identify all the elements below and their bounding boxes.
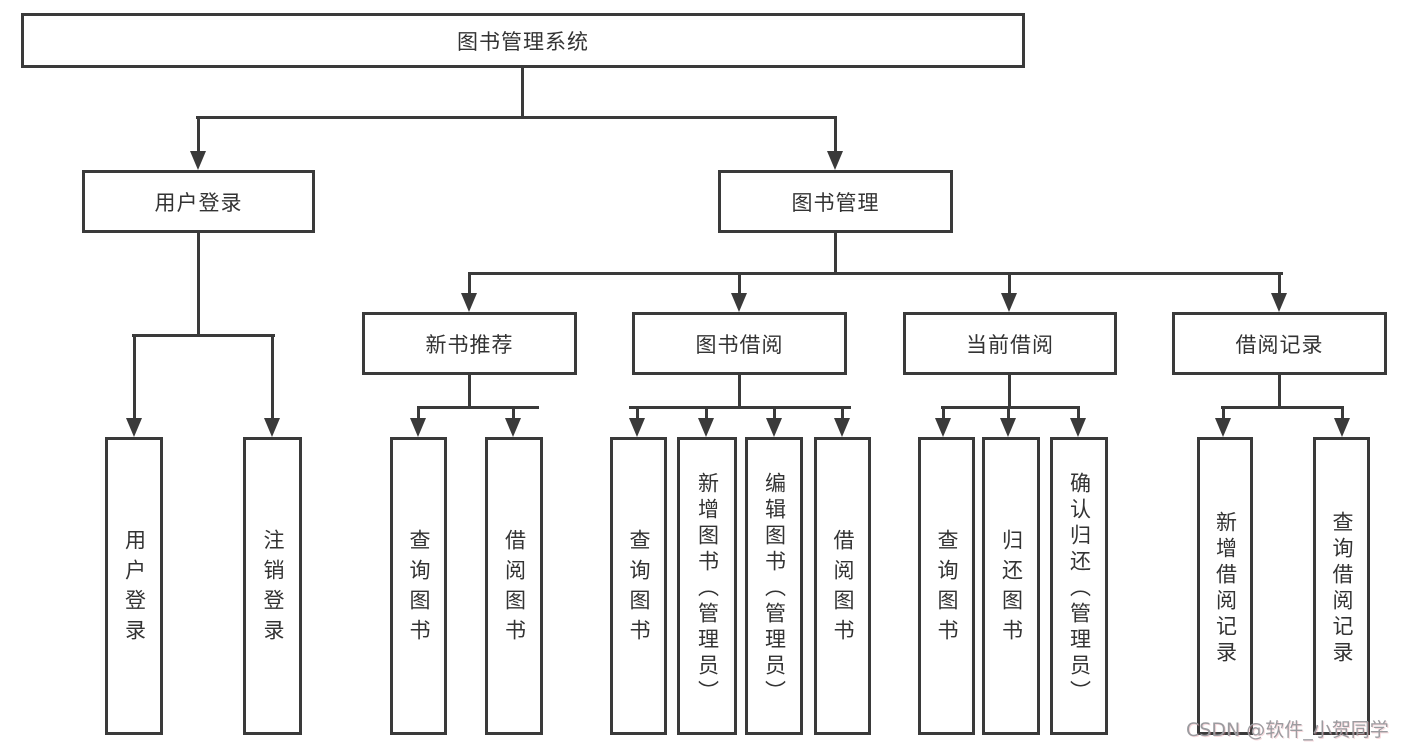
connector-line bbox=[841, 406, 844, 422]
connector-line bbox=[1008, 272, 1011, 297]
arrow-down-icon bbox=[1215, 418, 1231, 437]
connector-line bbox=[512, 406, 515, 422]
arrow-down-icon bbox=[629, 418, 645, 437]
leaf-add-book-admin: 新增图书（管理员） bbox=[677, 437, 737, 735]
connector-line bbox=[1221, 406, 1344, 409]
node-user-login: 用户登录 bbox=[82, 170, 315, 233]
arrow-down-icon bbox=[698, 418, 714, 437]
connector-line bbox=[196, 116, 837, 119]
connector-line bbox=[197, 233, 200, 337]
arrow-down-icon bbox=[731, 293, 747, 312]
connector-line bbox=[1077, 406, 1080, 422]
connector-line bbox=[417, 406, 539, 409]
arrow-down-icon bbox=[935, 418, 951, 437]
connector-line bbox=[773, 406, 776, 422]
leaf-query-book-borrow: 查询图书 bbox=[610, 437, 667, 735]
arrow-down-icon bbox=[1001, 293, 1017, 312]
connector-line bbox=[738, 375, 741, 409]
arrow-down-icon bbox=[766, 418, 782, 437]
leaf-edit-book-admin: 编辑图书（管理员） bbox=[745, 437, 803, 735]
connector-line bbox=[197, 116, 200, 154]
connector-line bbox=[636, 406, 639, 422]
connector-line bbox=[468, 272, 1283, 275]
watermark: CSDN @软件_小贺同学 bbox=[1186, 719, 1389, 741]
connector-line bbox=[1278, 375, 1281, 409]
arrow-down-icon bbox=[410, 418, 426, 437]
leaf-borrow-book: 借阅图书 bbox=[814, 437, 871, 735]
node-current-borrow: 当前借阅 bbox=[903, 312, 1117, 375]
arrow-down-icon bbox=[264, 418, 280, 437]
connector-line bbox=[1222, 406, 1225, 422]
connector-line bbox=[629, 406, 851, 409]
arrow-down-icon bbox=[126, 418, 142, 437]
connector-line bbox=[133, 334, 136, 422]
connector-line bbox=[705, 406, 708, 422]
connector-line bbox=[521, 68, 524, 118]
connector-line bbox=[132, 334, 275, 337]
leaf-query-borrow-record: 查询借阅记录 bbox=[1313, 437, 1370, 735]
connector-line bbox=[271, 334, 274, 422]
arrow-down-icon bbox=[1070, 418, 1086, 437]
leaf-borrow-book-recommend: 借阅图书 bbox=[485, 437, 543, 735]
leaf-user-login: 用户登录 bbox=[105, 437, 163, 735]
arrow-down-icon bbox=[505, 418, 521, 437]
connector-line bbox=[834, 116, 837, 154]
leaf-confirm-return-admin: 确认归还（管理员） bbox=[1050, 437, 1108, 735]
arrow-down-icon bbox=[1000, 418, 1016, 437]
leaf-query-book-recommend: 查询图书 bbox=[390, 437, 447, 735]
leaf-return-book: 归还图书 bbox=[982, 437, 1040, 735]
connector-line bbox=[1341, 406, 1344, 422]
node-book-borrow: 图书借阅 bbox=[632, 312, 847, 375]
connector-line bbox=[834, 233, 837, 275]
connector-line bbox=[468, 375, 471, 409]
connector-line bbox=[738, 272, 741, 297]
arrow-down-icon bbox=[827, 151, 843, 170]
node-new-book-recommend: 新书推荐 bbox=[362, 312, 577, 375]
node-root: 图书管理系统 bbox=[21, 13, 1025, 68]
connector-line bbox=[417, 406, 420, 422]
node-book-management: 图书管理 bbox=[718, 170, 953, 233]
arrow-down-icon bbox=[834, 418, 850, 437]
arrow-down-icon bbox=[1334, 418, 1350, 437]
connector-line bbox=[1008, 375, 1011, 409]
node-borrow-record: 借阅记录 bbox=[1172, 312, 1387, 375]
connector-line bbox=[942, 406, 945, 422]
leaf-add-borrow-record: 新增借阅记录 bbox=[1197, 437, 1253, 735]
connector-line bbox=[468, 272, 471, 297]
arrow-down-icon bbox=[190, 151, 206, 170]
connector-line bbox=[1278, 272, 1281, 297]
connector-line bbox=[941, 406, 1080, 409]
leaf-query-book-current: 查询图书 bbox=[918, 437, 975, 735]
arrow-down-icon bbox=[1271, 293, 1287, 312]
connector-line bbox=[1007, 406, 1010, 422]
leaf-logout: 注销登录 bbox=[243, 437, 302, 735]
arrow-down-icon bbox=[461, 293, 477, 312]
